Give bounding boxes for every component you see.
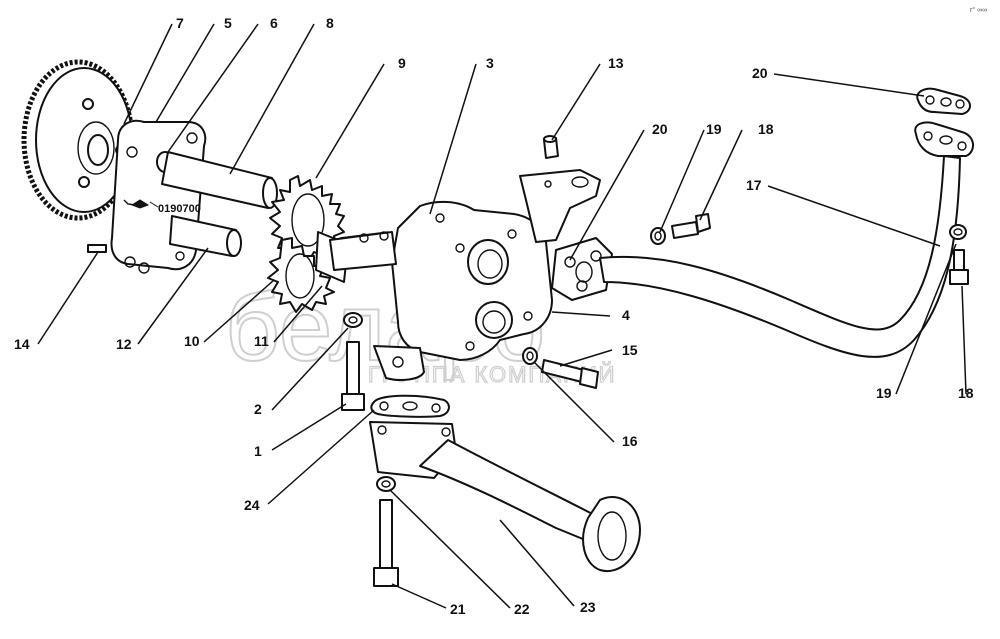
body-bracket (519, 169, 601, 243)
callout-19-right: 19 (876, 385, 892, 401)
callout-21: 21 (450, 601, 466, 617)
washer-part-16 (522, 347, 538, 365)
gasket-part-24 (370, 394, 450, 418)
callout-13: 13 (608, 55, 624, 71)
callout-22: 22 (514, 601, 530, 617)
callout-23: 23 (580, 599, 596, 615)
outlet-flange-part-20 (551, 237, 613, 301)
bolt-part-15 (541, 359, 599, 389)
pump-body-part-3 (329, 200, 553, 381)
driven-shaft-part-12 (169, 215, 242, 257)
callout-14: 14 (14, 336, 30, 352)
washer-part-22 (376, 476, 396, 492)
corner-mark: r° ∞∞ (970, 6, 987, 14)
oil-tube-part-17 (599, 155, 961, 358)
callout-19-upper: 19 (706, 121, 722, 137)
tube-flange-upper (914, 121, 974, 157)
callout-10: 10 (184, 333, 200, 349)
callout-9: 9 (398, 55, 406, 71)
callout-1: 1 (254, 443, 262, 459)
callout-18-upper: 18 (758, 121, 774, 137)
callout-8: 8 (326, 15, 334, 31)
lower-gear-part-10 (267, 237, 335, 313)
callout-6: 6 (270, 15, 278, 31)
callout-7: 7 (176, 15, 184, 31)
pin-part-14 (87, 244, 107, 253)
callout-15: 15 (622, 342, 638, 358)
callout-16: 16 (622, 433, 638, 449)
washer-part-19-right (949, 224, 967, 240)
callout-2: 2 (254, 401, 262, 417)
callout-12: 12 (116, 336, 132, 352)
gasket-part-20-upper (916, 87, 971, 115)
callout-labels: 7 5 6 8 9 3 13 20 19 18 20 17 14 12 10 1… (14, 15, 974, 617)
callout-3: 3 (486, 55, 494, 71)
callout-11: 11 (254, 333, 269, 349)
callout-17: 17 (746, 177, 762, 193)
part-code-text: 0190700 (158, 203, 201, 215)
bolt-part-21 (373, 499, 399, 587)
callout-20-lower: 20 (652, 121, 668, 137)
bolt-part-18-right (949, 249, 969, 285)
drive-shaft-part-8 (161, 151, 278, 209)
part-code-badge: 0190700 (130, 199, 201, 215)
callout-4: 4 (622, 307, 630, 323)
washer-part-2 (343, 312, 363, 328)
bolt-part-18-upper (671, 213, 711, 239)
callout-18-right: 18 (958, 385, 974, 401)
callout-5: 5 (224, 15, 232, 31)
callout-24: 24 (244, 497, 260, 513)
leader-lines (37, 23, 967, 609)
suction-tube-part-23 (369, 421, 641, 573)
callout-20-upper: 20 (752, 65, 768, 81)
bushing-part-13 (543, 135, 559, 159)
pump-cover-part-5 (110, 119, 207, 274)
bolt-part-1 (341, 341, 365, 411)
washer-part-19-upper (650, 227, 666, 245)
